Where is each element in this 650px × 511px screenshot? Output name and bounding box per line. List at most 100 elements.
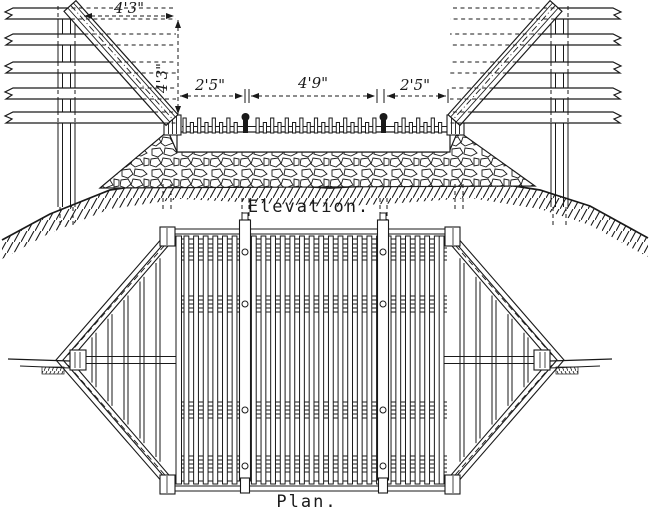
bolt	[241, 300, 249, 308]
picket	[394, 122, 399, 134]
grid-slat	[202, 235, 209, 485]
picket	[299, 117, 304, 134]
grid-slat	[193, 235, 199, 485]
picket	[277, 122, 282, 134]
grid-slat	[424, 235, 431, 485]
grid-slat	[260, 235, 267, 485]
grid-slat	[337, 235, 344, 485]
elevation-label: Elevation.	[248, 197, 370, 217]
picket	[219, 122, 224, 134]
grid-slat	[270, 235, 276, 485]
grid-post	[376, 219, 390, 481]
picket	[343, 117, 348, 134]
picket	[328, 117, 333, 134]
picket	[438, 122, 443, 134]
dimension-brace-vertical: 4'3"	[153, 63, 171, 94]
picket	[226, 117, 231, 134]
bolt	[379, 462, 387, 470]
apex-block	[69, 349, 87, 371]
bolt	[241, 462, 249, 470]
grid-slat	[356, 235, 363, 485]
picket	[401, 117, 406, 134]
grid-slat	[183, 235, 190, 485]
grid-slat	[404, 235, 411, 485]
diagonal-brace	[447, 0, 563, 127]
picket	[255, 117, 260, 134]
fence-rail	[3, 33, 100, 46]
grid-slat	[327, 235, 334, 485]
grid-slat	[366, 235, 373, 485]
grid-slat	[212, 235, 219, 485]
picket	[270, 117, 275, 134]
grid-slat	[395, 235, 402, 485]
grid-slat	[279, 235, 286, 485]
apex-block	[533, 349, 551, 371]
bolt	[241, 406, 249, 414]
bolt	[241, 248, 249, 256]
diagonal-brace	[63, 0, 179, 127]
fence-rail	[3, 61, 125, 74]
picket	[365, 122, 370, 134]
ground-line	[1, 178, 649, 241]
dimension-approach-right: 2'5"	[399, 76, 430, 94]
picket	[306, 122, 311, 134]
deck-beam	[176, 131, 451, 153]
picket	[182, 117, 187, 134]
picket	[408, 122, 413, 134]
corner-block	[159, 226, 176, 247]
picket	[350, 122, 355, 134]
picket	[335, 122, 340, 134]
guard-post-top	[381, 120, 386, 133]
guard-post-top	[243, 120, 248, 133]
fence-rail	[501, 61, 623, 74]
fence-rail	[526, 33, 623, 46]
wing-left	[7, 226, 176, 495]
picket	[262, 122, 267, 134]
picket	[204, 122, 209, 134]
fence-right	[447, 0, 623, 228]
dimension-pit-span: 4'9"	[297, 74, 328, 92]
picket	[430, 117, 435, 134]
picket	[357, 117, 362, 134]
grid-slat	[347, 235, 354, 485]
bolt	[379, 300, 387, 308]
picket	[423, 122, 428, 134]
grid-slat	[250, 235, 257, 485]
picket	[211, 117, 216, 134]
plan-label: Plan.	[276, 492, 337, 511]
fence-rail	[3, 87, 149, 100]
drawing-linework	[1, 0, 649, 495]
dimension-brace-horizontal: 4'3"	[113, 0, 144, 17]
corner-block	[444, 474, 461, 495]
picket	[416, 117, 421, 134]
picket	[189, 122, 195, 134]
picket	[313, 117, 319, 134]
grid-slat	[308, 235, 315, 485]
fence-rail	[477, 87, 623, 100]
grid-slat	[222, 235, 228, 485]
picket	[292, 122, 297, 134]
bolt	[379, 406, 387, 414]
grid-slat	[414, 235, 421, 485]
grid-slat	[289, 235, 296, 485]
fence-rail	[3, 111, 170, 124]
grid-post	[238, 219, 252, 481]
grid-slat	[299, 235, 305, 485]
corner-block	[159, 474, 176, 495]
grid-slat	[433, 235, 440, 485]
fence-left	[3, 0, 179, 228]
picket	[284, 117, 289, 134]
dimension-approach-left: 2'5"	[194, 76, 225, 94]
dimension-lines	[84, 13, 449, 114]
elevation-view	[1, 0, 649, 259]
picket	[197, 117, 202, 134]
picket	[321, 122, 326, 134]
wing-right	[444, 226, 613, 495]
plan-view	[7, 212, 613, 495]
corner-block	[444, 226, 461, 247]
grid-slat	[318, 235, 325, 485]
picket	[372, 117, 377, 134]
bolt	[379, 248, 387, 256]
